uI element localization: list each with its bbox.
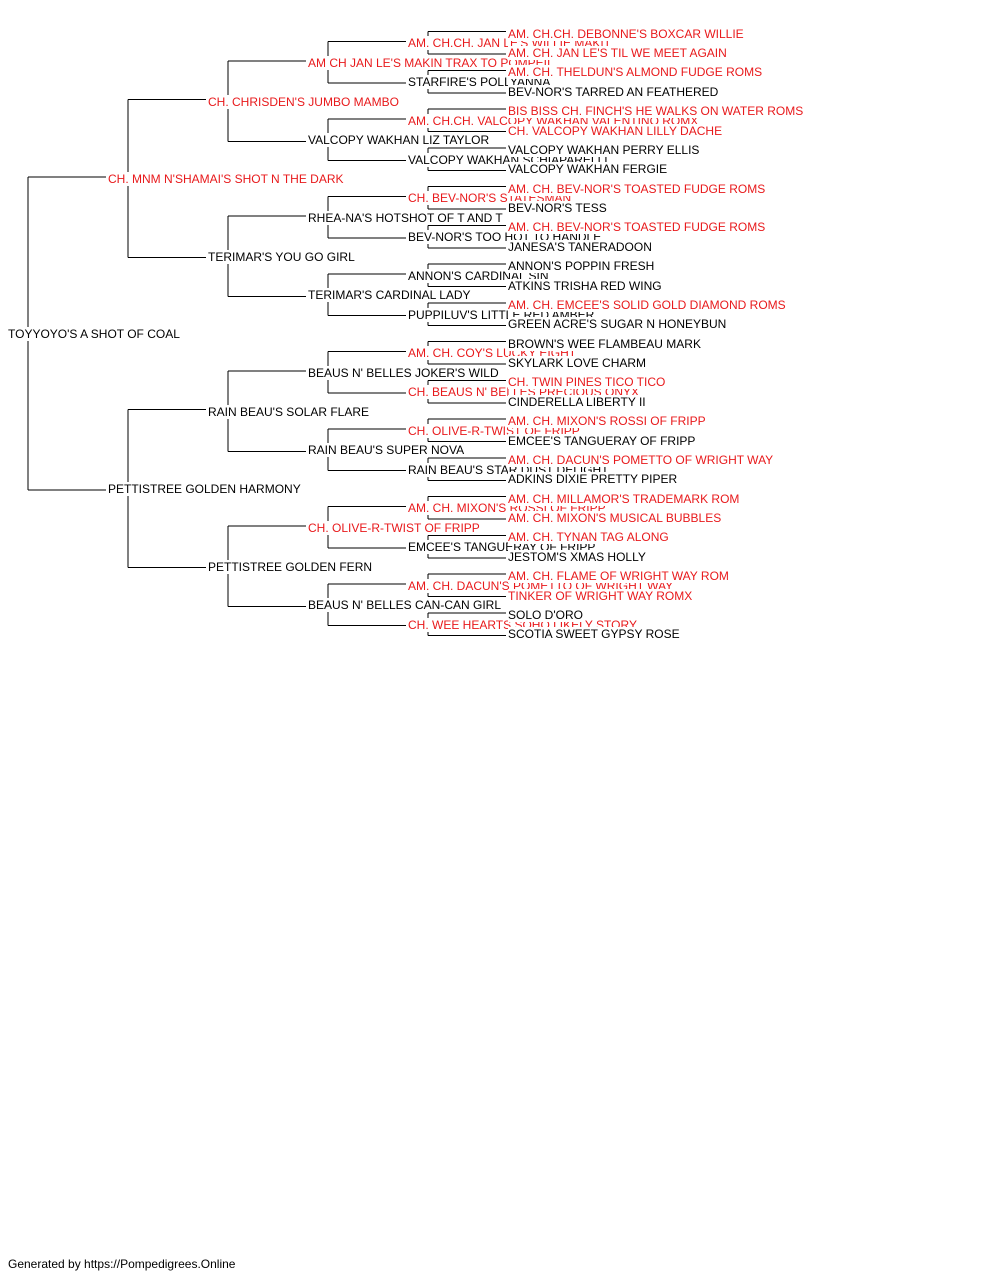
ancestor-name: CINDERELLA LIBERTY II: [508, 394, 648, 409]
ancestor-name: RAIN BEAU'S SUPER NOVA: [308, 443, 467, 458]
ancestor-name: AM. CH.CH. DEBONNE'S BOXCAR WILLIE: [508, 26, 746, 41]
ancestor-name: CH. MNM N'SHAMAI'S SHOT N THE DARK: [108, 172, 346, 186]
ancestor-name: CH. VALCOPY WAKHAN LILLY DACHE: [508, 123, 725, 138]
ancestor-name: AM. CH. THELDUN'S ALMOND FUDGE ROMS: [508, 65, 765, 80]
ancestor-name: SOLO D'ORO: [508, 607, 585, 622]
ancestor-name: ATKINS TRISHA RED WING: [508, 278, 664, 293]
ancestor-name: AM. CH. TYNAN TAG ALONG: [508, 530, 671, 545]
ancestor-name: AM. CH. BEV-NOR'S TOASTED FUDGE ROMS: [508, 220, 768, 235]
ancestor-name: RAIN BEAU'S SOLAR FLARE: [208, 404, 372, 419]
footer-credit: Generated by https://Pompedigrees.Online: [8, 1257, 236, 1271]
ancestor-name: AM. CH. MIXON'S MUSICAL BUBBLES: [508, 511, 724, 526]
ancestor-name: AM. CH. JAN LE'S TIL WE MEET AGAIN: [508, 46, 729, 61]
ancestor-name: AM. CH. BEV-NOR'S TOASTED FUDGE ROMS: [508, 181, 768, 196]
ancestor-name: VALCOPY WAKHAN PERRY ELLIS: [508, 142, 702, 157]
subject-dog-name: TOYYOYO'S A SHOT OF COAL: [8, 327, 182, 341]
ancestor-name: TERIMAR'S CARDINAL LADY: [308, 288, 473, 303]
ancestor-name: AM CH JAN LE'S MAKIN TRAX TO POMPEII: [308, 55, 553, 70]
ancestor-name: BEAUS N' BELLES CAN-CAN GIRL: [308, 598, 504, 613]
ancestor-name: PETTISTREE GOLDEN FERN: [208, 559, 375, 574]
ancestor-name: EMCEE'S TANGUERAY OF FRIPP: [508, 433, 698, 448]
ancestor-name: AM. CH. DACUN'S POMETTO OF WRIGHT WAY: [508, 452, 776, 467]
ancestor-name: AM. CH. FLAME OF WRIGHT WAY ROM: [508, 569, 731, 584]
ancestor-name: ANNON'S POPPIN FRESH: [508, 259, 657, 274]
ancestor-name: JESTOM'S XMAS HOLLY: [508, 549, 648, 564]
ancestor-name: CH. OLIVE-R-TWIST OF FRIPP: [308, 520, 482, 535]
ancestor-name: AM. CH. MIXON'S ROSSI OF FRIPP: [508, 414, 708, 429]
ancestor-name: AM. CH. MILLAMOR'S TRADEMARK ROM: [508, 491, 742, 506]
ancestor-name: CH. CHRISDEN'S JUMBO MAMBO: [208, 94, 401, 109]
ancestor-name: ADKINS DIXIE PRETTY PIPER: [508, 472, 680, 487]
ancestor-name: BEV-NOR'S TARRED AN FEATHERED: [508, 84, 721, 99]
ancestor-name: TERIMAR'S YOU GO GIRL: [208, 249, 357, 264]
ancestor-name: AM. CH. EMCEE'S SOLID GOLD DIAMOND ROMS: [508, 297, 788, 312]
ancestor-name: TINKER OF WRIGHT WAY ROMX: [508, 588, 695, 603]
ancestor-name: CH. TWIN PINES TICO TICO: [508, 375, 668, 390]
ancestor-name: VALCOPY WAKHAN FERGIE: [508, 162, 670, 177]
ancestor-name: SCOTIA SWEET GYPSY ROSE: [508, 627, 682, 642]
ancestor-name: PETTISTREE GOLDEN HARMONY: [108, 482, 303, 496]
ancestor-name: GREEN ACRE'S SUGAR N HONEYBUN: [508, 317, 729, 332]
ancestor-name: JANESA'S TANERADOON: [508, 239, 654, 254]
ancestor-name: BROWN'S WEE FLAMBEAU MARK: [508, 336, 703, 351]
ancestor-name: RHEA-NA'S HOTSHOT OF T AND T: [308, 210, 505, 225]
ancestor-name: SKYLARK LOVE CHARM: [508, 356, 649, 371]
ancestor-name: BEV-NOR'S TESS: [508, 201, 609, 216]
ancestor-name: VALCOPY WAKHAN LIZ TAYLOR: [308, 133, 492, 148]
ancestor-name: BIS BISS CH. FINCH'S HE WALKS ON WATER R…: [508, 104, 806, 119]
ancestor-name: BEAUS N' BELLES JOKER'S WILD: [308, 365, 501, 380]
